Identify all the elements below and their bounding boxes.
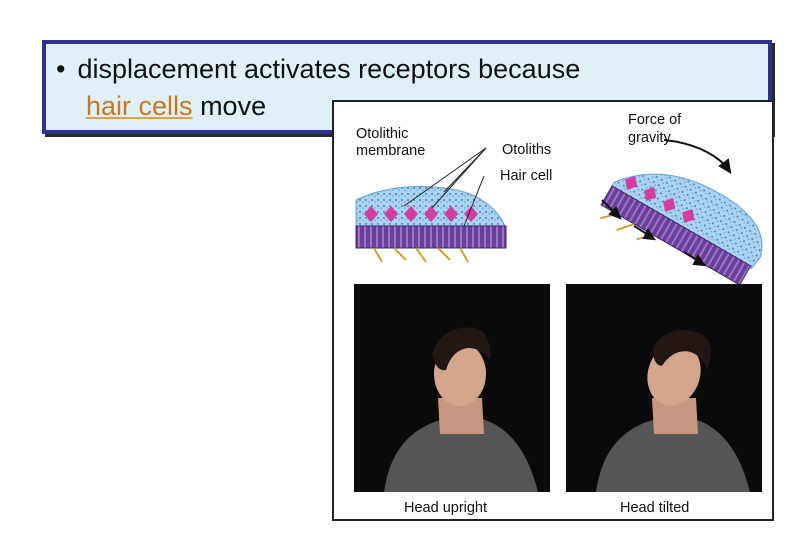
label-force-2: gravity [628, 130, 671, 146]
highlight-term: hair cells [86, 91, 193, 121]
gravity-arrows [601, 139, 732, 267]
otolith-diagram: Otolithic membrane Otoliths Hair cell Fo… [354, 112, 763, 516]
upright-otolith [355, 186, 507, 263]
bullet-marker: • [56, 54, 66, 84]
label-otoliths: Otoliths [502, 142, 551, 158]
bullet-line-2: hair cells move [86, 91, 266, 122]
label-otolithic-1: Otolithic [356, 126, 408, 142]
photo-tilted [566, 284, 762, 492]
hair-cell-row [355, 225, 507, 249]
photo-upright [354, 284, 550, 492]
bullet-line-1: • displacement activates receptors becaus… [56, 54, 580, 85]
bullet-text: displacement activates receptors because [77, 54, 581, 84]
otolith-figure: Otolithic membrane Otoliths Hair cell Fo… [332, 100, 774, 521]
caption-tilted: Head tilted [620, 500, 689, 516]
label-otolithic-2: membrane [356, 143, 425, 159]
label-hair-cell: Hair cell [500, 168, 552, 184]
tilted-otolith [600, 173, 763, 286]
bullet-text-rest: move [200, 91, 267, 121]
nerve-fibers [373, 247, 469, 263]
leader-lines [403, 147, 487, 227]
caption-upright: Head upright [404, 500, 487, 516]
label-force-1: Force of [628, 112, 682, 128]
